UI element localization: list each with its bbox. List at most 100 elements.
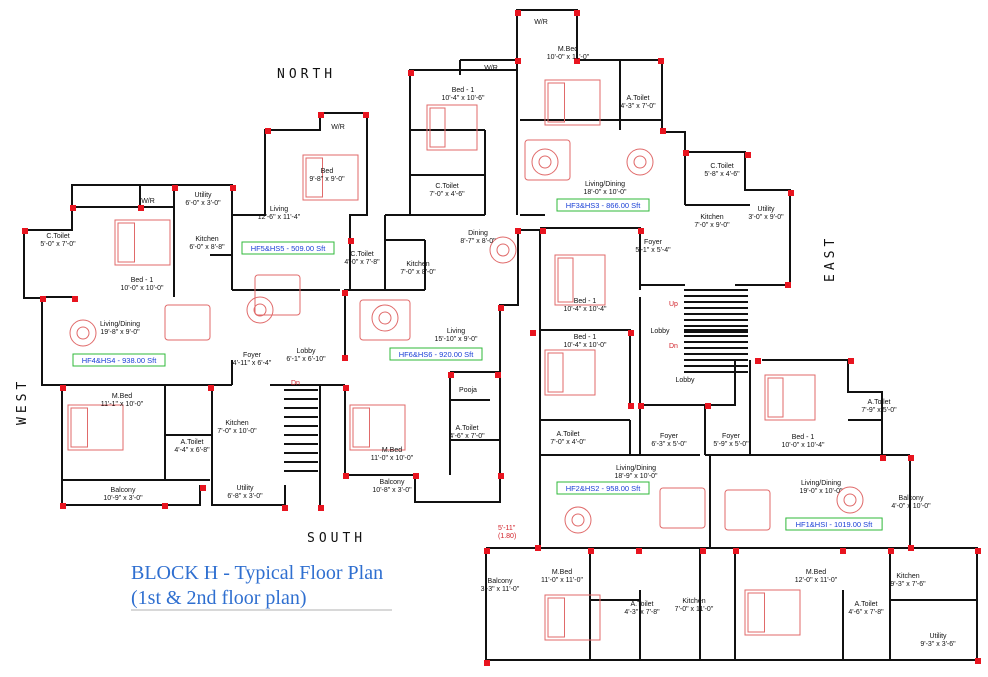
room-name-label: A.Toilet: [456, 425, 479, 432]
room-name-label: C.Toilet: [46, 233, 69, 240]
room-name-label: M.Bed: [382, 447, 402, 454]
stair-down-label: Dn: [669, 343, 678, 350]
room-dimension-label: 4'-3" x 7'-8": [624, 609, 660, 616]
room-dimension-label: 5'-8" x 4'-6": [704, 171, 740, 178]
room-name-label: Bed - 1: [574, 334, 597, 341]
room-name-label: Utility: [757, 206, 775, 213]
unit-area-label: HF6&HS6 - 920.00 Sft: [399, 350, 475, 359]
room-dimension-label: 12'-0" x 11'-0": [795, 577, 838, 584]
room-name-label: Balcony: [488, 578, 513, 585]
room-dimension-label: 19'-8" x 9'-0": [100, 329, 140, 336]
plan-subtitle: (1st & 2nd floor plan): [131, 587, 307, 609]
room-dimension-label: 9'-3" x 3'-6": [920, 641, 956, 648]
room-name-label: Living/Dining: [616, 465, 656, 472]
room-name-label: Bed - 1: [131, 277, 154, 284]
room-name-label: Lobby: [675, 377, 695, 384]
room-name-label: Lobby: [296, 348, 316, 355]
room-name-label: A.Toilet: [631, 601, 654, 608]
room-name-label: Pooja: [459, 387, 477, 394]
room-name-label: Kitchen: [195, 236, 218, 243]
room-name-label: W/R: [534, 19, 548, 26]
room-name-label: Living/Dining: [801, 480, 841, 487]
room-name-label: Bed - 1: [792, 434, 815, 441]
room-dimension-label: 8'-7" x 8'-0": [460, 238, 496, 245]
room-dimension-label: 10'-8" x 3'-0": [372, 487, 412, 494]
room-dimension-label: 4'-3" x 7'-0": [620, 103, 656, 110]
compass-east: EAST: [823, 235, 838, 282]
unit-area-label: HF1&HSI - 1019.00 Sft: [796, 520, 874, 529]
room-name-label: Utility: [194, 192, 212, 199]
room-dimension-label: 5'-0" x 7'-0": [40, 241, 76, 248]
room-dimension-label: 18'-0" x 10'-0": [583, 189, 627, 196]
room-name-label: Kitchen: [682, 598, 705, 605]
room-dimension-label: 10'-4" x 10'-0": [563, 342, 607, 349]
room-dimension-label: 5'-9" x 5'-0": [713, 441, 749, 448]
room-dimension-label: 18'-9" x 10'-0": [614, 473, 658, 480]
room-dimension-label: 15'-10" x 9'-0": [434, 336, 478, 343]
room-dimension-label: 11'-1" x 10'-0": [101, 401, 144, 408]
room-name-label: Balcony: [111, 487, 136, 494]
room-dimension-label: 9'-8" x 9'-0": [309, 176, 345, 183]
room-dimension-label: 7'-0" x 8'-0": [400, 269, 436, 276]
room-name-label: Balcony: [380, 479, 405, 486]
room-dimension-label: 7'-0" x 4'-6": [429, 191, 465, 198]
compass-west: WEST: [15, 378, 30, 425]
room-dimension-label: 4'-0" x 10'-0": [891, 503, 931, 510]
room-name-label: A.Toilet: [627, 95, 650, 102]
room-dimension-label: 5'-1" x 5'-4": [635, 247, 671, 254]
room-dimension-label: 6'-3" x 5'-0": [651, 441, 687, 448]
room-name-label: A.Toilet: [855, 601, 878, 608]
room-name-label: Bed - 1: [452, 87, 475, 94]
room-name-label: M.Bed: [552, 569, 572, 576]
room-dimension-label: 6'-0" x 3'-0": [185, 200, 221, 207]
room-dimension-label: 6'-1" x 6'-10": [286, 356, 326, 363]
room-name-label: Dining: [468, 230, 488, 237]
unit-area-box: [785, 517, 883, 531]
room-name-label: Bed: [321, 168, 334, 175]
unit-area-label: HF3&HS3 - 866.00 Sft: [566, 201, 642, 210]
room-dimension-label: 10'-9" x 3'-0": [103, 495, 143, 502]
room-dimension-label: 4'-6" x 7'-8": [848, 609, 884, 616]
room-name-label: A.Toilet: [557, 431, 580, 438]
room-dimension-label: 12'-6" x 11'-4": [258, 214, 301, 221]
unit-area-box: [556, 481, 650, 495]
passage-width-note: 5'-11": [498, 525, 516, 532]
room-name-label: Kitchen: [406, 261, 429, 268]
room-dimension-label: 3'-0" x 9'-0": [748, 214, 784, 221]
room-name-label: A.Toilet: [181, 439, 204, 446]
room-dimension-label: 11'-0" x 10'-0": [371, 455, 414, 462]
room-dimension-label: 10'-4" x 10'-4": [563, 306, 607, 313]
room-name-label: M.Bed: [558, 46, 578, 53]
room-dimension-label: 11'-0" x 11'-0": [541, 577, 584, 584]
room-name-label: Foyer: [722, 433, 741, 440]
room-name-label: Kitchen: [225, 420, 248, 427]
unit-area-box: [72, 353, 166, 367]
room-name-label: Lobby: [650, 328, 670, 335]
unit-area-box: [556, 198, 650, 212]
room-dimension-label: 7'-0" x 10'-0": [217, 428, 257, 435]
room-dimension-label: 7'-0" x 4'-0": [550, 439, 586, 446]
room-dimension-label: 4'-11" x 6'-4": [233, 360, 272, 367]
room-name-label: C.Toilet: [350, 251, 373, 258]
room-dimension-label: 7'-9" x 5'-0": [861, 407, 897, 414]
compass-north: NORTH: [277, 67, 336, 82]
room-name-label: C.Toilet: [710, 163, 733, 170]
room-dimension-label: 6'-8" x 3'-0": [227, 493, 263, 500]
unit-area-box: [241, 241, 335, 255]
room-name-label: Foyer: [644, 239, 663, 246]
room-name-label: Living/Dining: [585, 181, 625, 188]
stair-down-label-2: Dn: [291, 380, 300, 387]
unit-area-label: HF5&HS5 - 509.00 Sft: [251, 244, 327, 253]
plan-title: BLOCK H - Typical Floor Plan: [131, 562, 383, 584]
room-name-label: Balcony: [899, 495, 924, 502]
room-dimension-label: 3'-3" x 11'-0": [481, 586, 520, 593]
room-name-label: W/R: [141, 198, 155, 205]
unit-area-box: [389, 347, 483, 361]
room-name-label: Foyer: [243, 352, 262, 359]
room-dimension-label: 19'-0" x 10'-0": [799, 488, 843, 495]
room-name-label: Foyer: [660, 433, 679, 440]
room-name-label: Kitchen: [896, 573, 919, 580]
room-name-label: W/R: [484, 65, 498, 72]
room-dimension-label: 10'-0" x 10'-0": [120, 285, 164, 292]
room-dimension-label: 7'-0" x 9'-0": [694, 222, 730, 229]
